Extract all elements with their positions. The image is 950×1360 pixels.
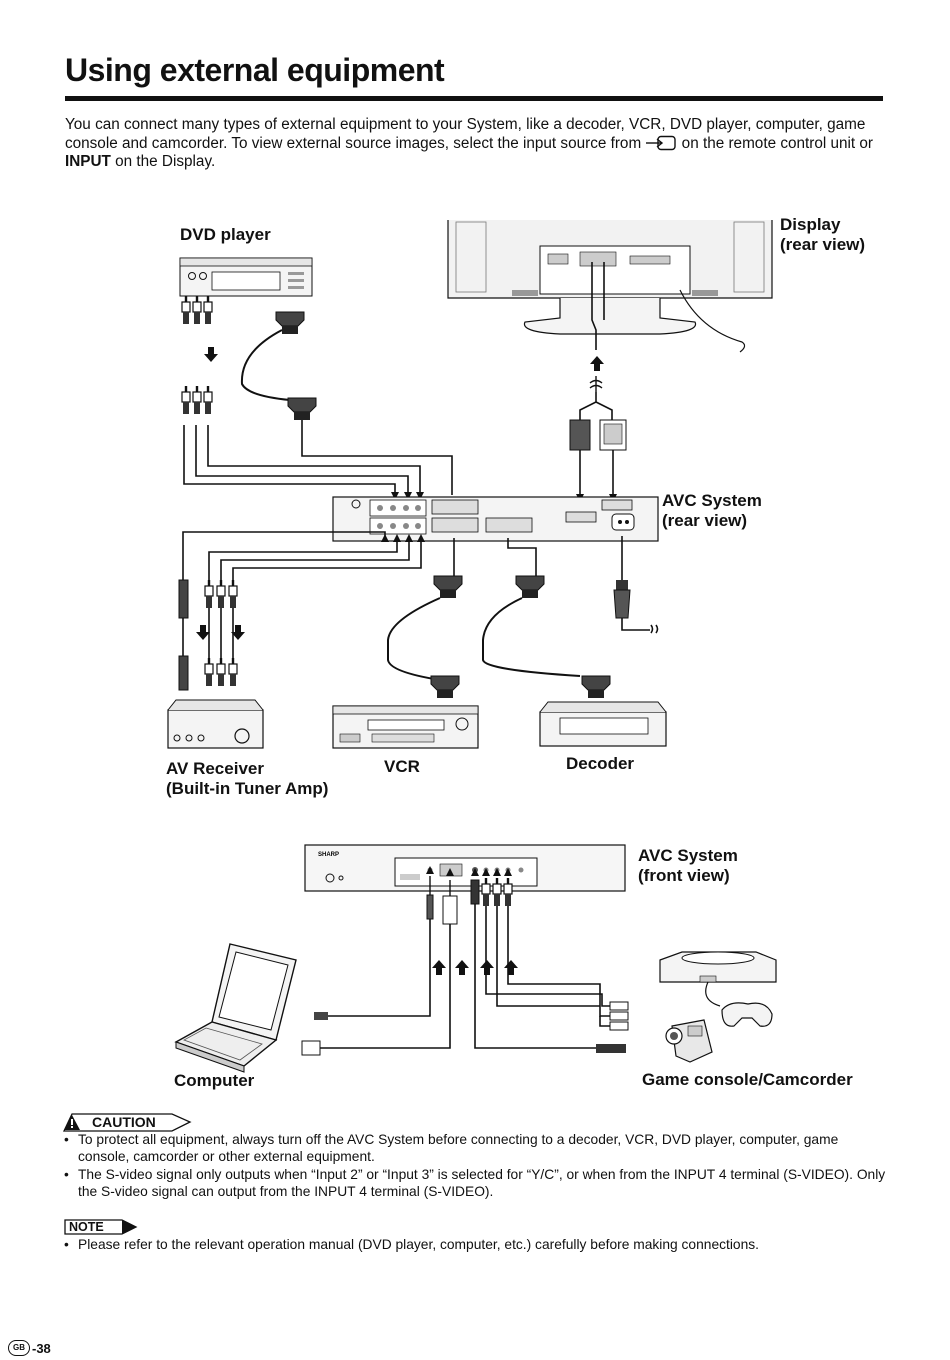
label-computer: Computer — [174, 1071, 255, 1090]
label-display-rear: Display (rear view) — [780, 215, 865, 255]
label-display-line2: (rear view) — [780, 235, 866, 254]
caution-list: To protect all equipment, always turn of… — [64, 1131, 886, 1201]
sharp-logo: SHARP — [318, 852, 339, 858]
av-receiver-device — [167, 699, 264, 749]
decoder-device — [539, 701, 667, 747]
label-avc-rear: AVC System (rear view) — [662, 491, 762, 531]
label-avc-rear-line2: (rear view) — [662, 511, 748, 530]
label-av-receiver-line1: AV Receiver — [166, 759, 264, 778]
page-number-text: -38 — [32, 1340, 51, 1356]
dvd-player-device — [179, 257, 313, 297]
label-dvd-player: DVD player — [180, 225, 271, 244]
input-source-icon — [646, 135, 677, 150]
label-avc-front-line1: AVC System — [638, 846, 738, 865]
note-heading: NOTE — [69, 1220, 104, 1234]
note-heading-box — [64, 1219, 138, 1235]
label-avc-rear-line1: AVC System — [662, 491, 762, 510]
display-rear-device — [447, 220, 773, 353]
label-display-line1: Display — [780, 215, 841, 234]
intro-paragraph: You can connect many types of external e… — [65, 116, 885, 172]
caution-item: The S-video signal only outputs when “In… — [64, 1166, 886, 1200]
note-item: Please refer to the relevant operation m… — [64, 1236, 886, 1253]
intro-input-bold: INPUT — [65, 153, 111, 170]
computer-laptop-device — [174, 943, 297, 1073]
vcr-device — [332, 705, 479, 749]
title-rule — [65, 96, 883, 101]
avc-system-front-device: SHARP — [304, 844, 626, 892]
label-game-console: Game console/Camcorder — [642, 1070, 853, 1089]
intro-text-1: You can connect many types of external e… — [65, 116, 866, 152]
caution-item: To protect all equipment, always turn of… — [64, 1131, 886, 1165]
avc-system-rear-device — [332, 496, 659, 542]
label-av-receiver-line2: (Built-in Tuner Amp) — [166, 779, 329, 798]
intro-text-3: on the Display. — [110, 153, 216, 170]
label-avc-front: AVC System (front view) — [638, 846, 738, 886]
note-list: Please refer to the relevant operation m… — [64, 1236, 886, 1254]
page-title: Using external equipment — [65, 52, 445, 88]
region-badge: GB — [8, 1340, 30, 1356]
label-decoder: Decoder — [566, 754, 635, 773]
caution-heading: CAUTION — [92, 1114, 156, 1130]
camcorder-device — [665, 1019, 713, 1063]
label-avc-front-line2: (front view) — [638, 866, 730, 885]
game-console-device — [659, 951, 777, 1027]
intro-text-2: on the remote control unit or — [677, 134, 874, 152]
label-vcr: VCR — [384, 757, 420, 776]
page-number: GB -38 — [8, 1340, 51, 1356]
label-av-receiver: AV Receiver (Built-in Tuner Amp) — [166, 759, 328, 799]
